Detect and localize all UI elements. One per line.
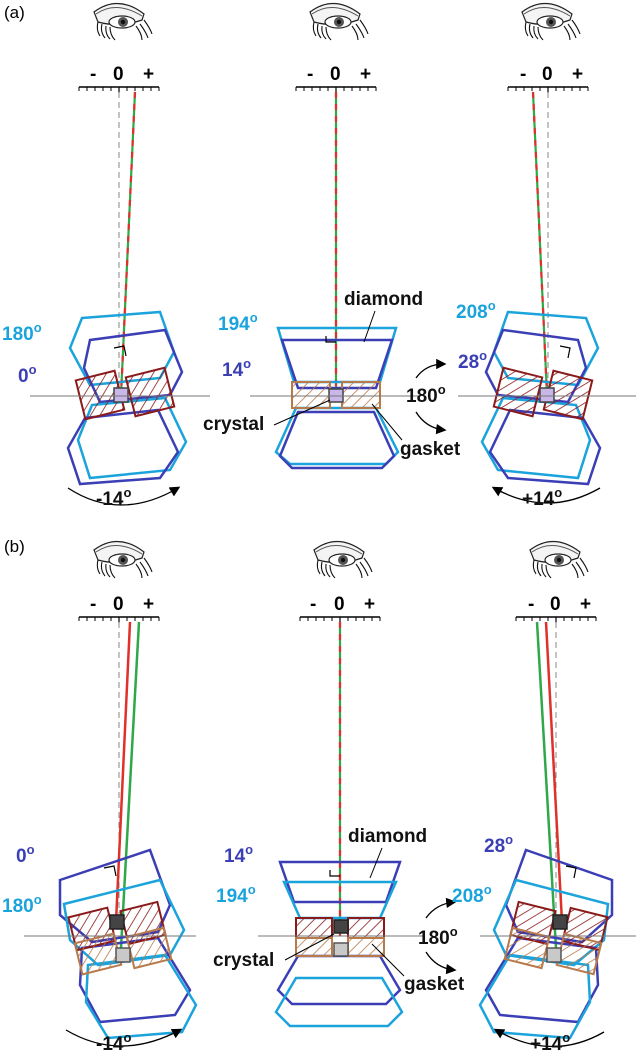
angle-dark: 0o xyxy=(16,842,35,867)
scale-zero: 0 xyxy=(113,64,124,85)
rotation-label: +14o xyxy=(530,1030,570,1055)
rotation-label: -14o xyxy=(96,1030,131,1055)
angle-dark: 14o xyxy=(224,842,253,867)
label-crystal: crystal xyxy=(203,414,264,435)
scale-zero: 0 xyxy=(334,594,345,615)
scale-minus: - xyxy=(310,594,316,615)
scale-zero: 0 xyxy=(542,64,553,85)
view-b-left: - 0 + 0o 180o -14o xyxy=(2,540,198,1055)
eye-icon xyxy=(309,2,369,41)
beam-green xyxy=(119,621,141,949)
view-b-right: - 0 + 28o 208o +14o xyxy=(452,540,636,1055)
scale-plus: + xyxy=(572,64,583,85)
angle-dark: 28o xyxy=(484,832,513,857)
label-diamond: diamond xyxy=(344,289,423,310)
angle-dark: 14o xyxy=(222,356,251,381)
label-gasket: gasket xyxy=(400,439,461,460)
scale-zero: 0 xyxy=(330,64,341,85)
label-crystal: crystal xyxy=(213,950,274,971)
beam-red xyxy=(531,91,549,396)
eye-icon xyxy=(529,540,589,579)
beam-red xyxy=(114,621,132,923)
scale-zero: 0 xyxy=(113,594,124,615)
scale-plus: + xyxy=(580,594,591,615)
angle-light: 180o xyxy=(2,892,42,917)
beam-green xyxy=(535,621,558,949)
scale-minus: - xyxy=(520,64,526,85)
angle-light: 194o xyxy=(218,310,258,335)
scale-plus: + xyxy=(143,594,154,615)
label-diamond: diamond xyxy=(348,826,427,847)
rotation-label: +14o xyxy=(522,485,562,510)
panel-label-b: (b) xyxy=(4,537,25,556)
beam-red xyxy=(119,91,137,396)
view-b-center: - 0 + 14o 194o diamond crystal gasket 18… xyxy=(213,540,465,1028)
scale-minus: - xyxy=(90,64,96,85)
eye-icon xyxy=(313,540,373,579)
view-a-left: - 0 + 180o 0o -14o xyxy=(2,2,210,510)
label-gasket: gasket xyxy=(404,974,465,995)
panel-label-a: (a) xyxy=(4,3,25,22)
rotation-label: -14o xyxy=(96,485,131,510)
label-flip: 180o xyxy=(406,382,446,407)
scale-minus: - xyxy=(307,64,313,85)
angle-dark: 0o xyxy=(18,362,37,387)
scale-plus: + xyxy=(364,594,375,615)
view-a-right: - 0 + 208o 28o +14o xyxy=(456,2,636,510)
eye-icon xyxy=(93,2,153,41)
scale-minus: - xyxy=(90,594,96,615)
angle-light: 208o xyxy=(452,882,492,907)
beam-red xyxy=(544,621,564,923)
angle-dark: 28o xyxy=(458,348,487,373)
view-a-center: - 0 + 194o 14o diamond crystal gasket 18… xyxy=(203,2,461,470)
label-flip: 180o xyxy=(418,924,458,949)
angle-light: 208o xyxy=(456,298,496,323)
scale-plus: + xyxy=(143,64,154,85)
scale-minus: - xyxy=(528,594,534,615)
eye-icon xyxy=(521,2,581,41)
angle-light: 180o xyxy=(2,320,42,345)
scale-plus: + xyxy=(360,64,371,85)
eye-icon xyxy=(93,540,153,579)
angle-light: 194o xyxy=(216,882,256,907)
scale-zero: 0 xyxy=(550,594,561,615)
